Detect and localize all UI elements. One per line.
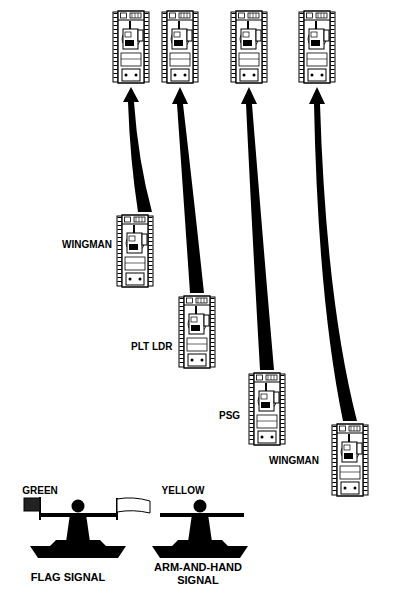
yellow-flag bbox=[117, 498, 150, 513]
vehicle bbox=[178, 293, 216, 371]
arm-and-hand-figure bbox=[152, 500, 248, 559]
position-label: WINGMAN bbox=[269, 455, 319, 467]
flag-color-label: GREEN bbox=[22, 485, 58, 497]
signal-caption: FLAG SIGNAL bbox=[31, 571, 106, 584]
green-flag bbox=[24, 498, 40, 511]
flag-color-label: YELLOW bbox=[162, 485, 205, 497]
vehicle bbox=[162, 11, 198, 83]
vehicle-node: PLT LDR bbox=[131, 293, 216, 371]
vehicle-node: WINGMAN bbox=[269, 421, 369, 499]
vehicle bbox=[331, 421, 369, 499]
vehicle bbox=[248, 370, 286, 448]
position-label: WINGMAN bbox=[62, 239, 112, 251]
movement-arrow bbox=[241, 87, 274, 370]
position-label: PSG bbox=[219, 410, 241, 422]
vehicle bbox=[299, 11, 335, 83]
movement-arrow bbox=[309, 87, 357, 421]
flag-signal-figure bbox=[24, 497, 150, 558]
signal-caption: ARM-AND-HAND SIGNAL bbox=[148, 561, 248, 587]
vehicle-node: PSG bbox=[219, 370, 286, 448]
movement-arrow bbox=[123, 87, 152, 212]
movement-arrow bbox=[172, 87, 204, 293]
vehicle bbox=[113, 11, 149, 83]
vehicle bbox=[116, 212, 154, 290]
vehicle-node: WINGMAN bbox=[62, 212, 154, 290]
vehicle bbox=[231, 11, 267, 83]
position-label: PLT LDR bbox=[131, 341, 173, 353]
